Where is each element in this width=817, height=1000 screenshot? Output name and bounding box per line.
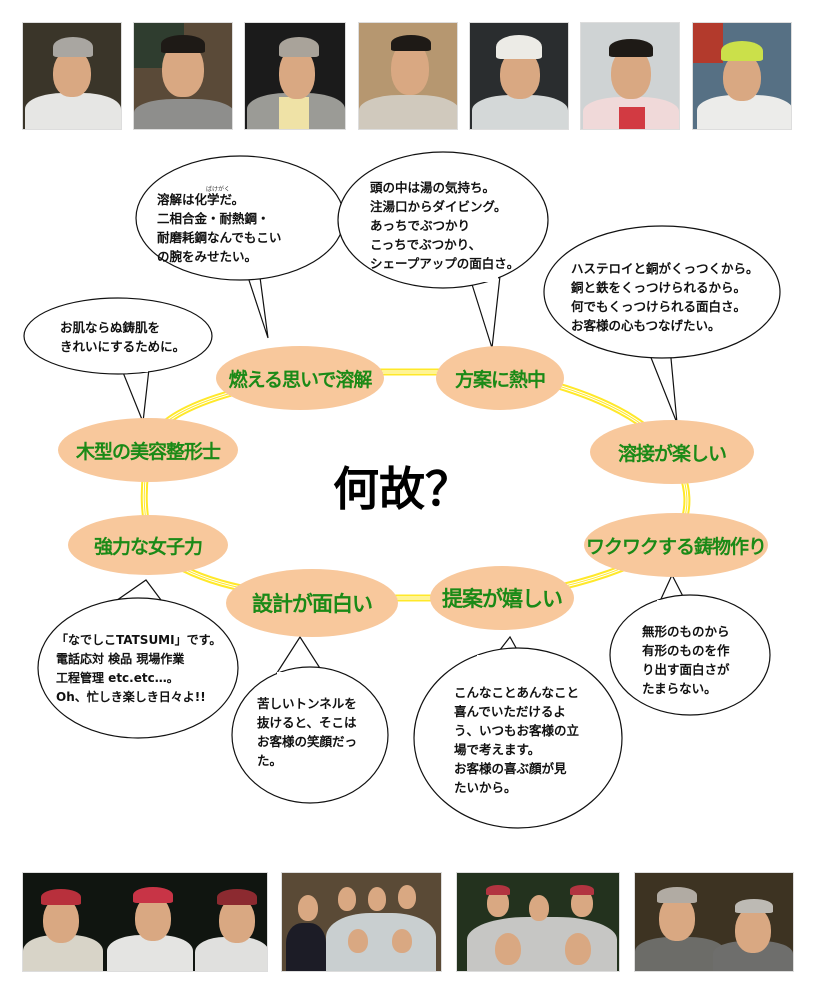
bubble-welding-text: ハステロイと銅がくっつくから。 銅と鉄をくっつけられるから。 何でもくっつけられ… [571,261,759,333]
bubble-casting-plan-text: 頭の中は湯の気持ち。 注湯口からダイビング。 あっちでぶつかり こっちでぶつかり… [370,180,520,271]
pill-melting: 燃える思いで溶解 [228,368,373,391]
staff-photo-6 [580,22,680,130]
group-photo-4 [634,872,794,972]
pill-women-power: 強力な女子力 [93,535,203,558]
bubble-1-ruby: ばけがく [206,186,231,193]
pill-shapes [58,346,768,637]
bubble-proposal-text: こんなことあんなこと 喜んでいただけるよ う、いつもお客様の立 場で考えます。 … [454,685,580,795]
bubble-pattern-text: お肌ならぬ鋳肌を きれいにするために。 [60,320,186,354]
staff-photo-1 [22,22,122,130]
staff-photo-5 [469,22,569,130]
staff-photo-3 [244,22,346,130]
center-title: 何故？ [333,462,471,516]
diagram-canvas [23,151,781,829]
staff-photo-4 [358,22,458,130]
bubble-design-text: 苦しいトンネルを 抜けると、そこは お客様の笑顔だっ た。 [257,696,358,768]
pill-welding: 溶接が楽しい [617,442,727,465]
bubble-melting-text: 溶解は化学だ。 二相合金・耐熱鋼・ 耐磨耗鋼なんでもこい の腕をみせたい。 [157,192,282,264]
group-photo-1 [22,872,268,972]
bubble-women-text: 「なでしこTATSUMI」です。 電話応対 検品 現場作業 工程管理 etc.e… [56,633,222,704]
pill-proposal: 提案が嬉しい [442,587,563,611]
group-photo-3 [456,872,620,972]
staff-photo-7 [692,22,792,130]
pill-design: 設計が面白い [252,592,373,616]
staff-photo-2 [133,22,233,130]
bubble-casting-text: 無形のものから 有形のものを作 り出す面白さが たまらない。 [642,624,730,696]
pill-exciting-casting: ワクワクする鋳物作り [585,535,767,558]
pill-casting-plan: 方案に熱中 [454,368,546,391]
pill-pattern-surgeon: 木型の美容整形士 [75,440,221,463]
group-photo-2 [281,872,442,972]
speech-bubbles [23,151,781,829]
